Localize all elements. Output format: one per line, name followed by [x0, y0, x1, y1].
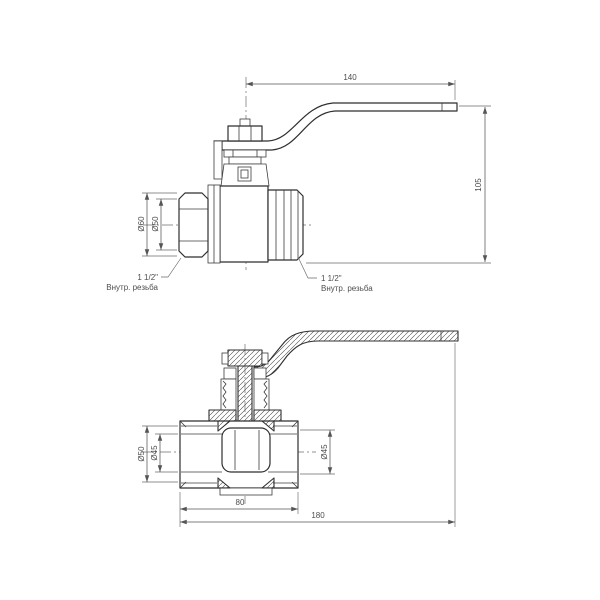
cross-section-view: Ø50 Ø45 Ø45 80 180	[137, 330, 459, 527]
stem-top-stub	[239, 118, 251, 127]
dim-d45-left-label: Ø45	[150, 445, 159, 461]
valve-body-elevation	[178, 184, 304, 264]
valve-body-section	[179, 420, 299, 496]
valve-handle	[213, 102, 458, 180]
dimension-180: 180	[179, 343, 456, 527]
thread-note-right: Внутр. резьба	[321, 284, 373, 293]
bonnet-flange-left	[208, 409, 237, 422]
dim-d45-right-label: Ø45	[320, 444, 329, 460]
dim-80-label: 80	[236, 498, 245, 507]
stem-assembly-section	[208, 349, 282, 429]
dim-d60-label: Ø60	[137, 216, 146, 232]
port-chamfers	[179, 420, 299, 489]
leader-line	[297, 256, 317, 279]
dimension-105: 105	[306, 105, 491, 264]
thread-note-left: Внутр. резьба	[106, 283, 158, 292]
thread-size-left: 1 1/2"	[137, 273, 158, 282]
gland-body-left	[220, 378, 237, 411]
handle-lever	[213, 102, 458, 151]
gland-body-right	[253, 378, 270, 411]
stem-nut-assembly	[220, 118, 270, 187]
body-center	[219, 185, 269, 263]
valve-handle-section	[253, 330, 459, 379]
bonnet-flange-right	[253, 409, 282, 422]
dimension-d50: Ø50	[151, 198, 177, 251]
seat-wedge	[217, 420, 231, 432]
left-union-nut	[178, 192, 209, 258]
side-elevation-view: 140 105 Ø60 Ø50 1 1/2" Внутр. резьба	[106, 73, 491, 293]
stem-flat-indicator	[240, 169, 249, 179]
right-port-cap	[267, 189, 304, 261]
dimension-d45-right: Ø45	[300, 429, 335, 475]
thread-callout-left: 1 1/2" Внутр. резьба	[106, 257, 182, 292]
thread-size-right: 1 1/2"	[321, 274, 342, 283]
dim-d50-section-label: Ø50	[137, 446, 146, 462]
thread-zigzag-right	[263, 380, 268, 409]
right-washer	[261, 352, 269, 365]
gland-flange-right	[253, 367, 267, 380]
dimension-140: 140	[246, 73, 456, 100]
dimension-d50-section: Ø50	[137, 425, 178, 483]
stem-shaft-section	[237, 365, 253, 429]
seat-wedge	[261, 420, 275, 432]
seat-wedge	[261, 477, 275, 489]
dimension-d45-left: Ø45	[150, 433, 178, 473]
dim-105-label: 105	[474, 178, 483, 192]
packing-washer	[223, 149, 267, 158]
dim-d50-label: Ø50	[151, 216, 160, 232]
thread-zigzag-left	[222, 380, 227, 409]
dim-140-label: 140	[343, 73, 357, 82]
gland-nut	[228, 156, 262, 165]
leader-line	[161, 257, 182, 278]
ball-section	[221, 427, 271, 473]
left-washer	[221, 352, 229, 365]
thread-callout-right: 1 1/2" Внутр. резьба	[297, 256, 373, 293]
dimension-80: 80	[179, 492, 299, 514]
dimension-d60: Ø60	[137, 192, 177, 257]
body-bottom-boss	[219, 487, 273, 496]
stem-nut-section	[227, 349, 263, 367]
seat-wedge	[217, 477, 231, 489]
handle-lever-section	[253, 330, 459, 379]
handle-nut	[227, 125, 263, 142]
handle-stop-tab	[213, 140, 223, 180]
stem-sight-window	[237, 166, 252, 182]
gland-flange-left	[223, 367, 237, 380]
dim-180-label: 180	[311, 511, 325, 520]
